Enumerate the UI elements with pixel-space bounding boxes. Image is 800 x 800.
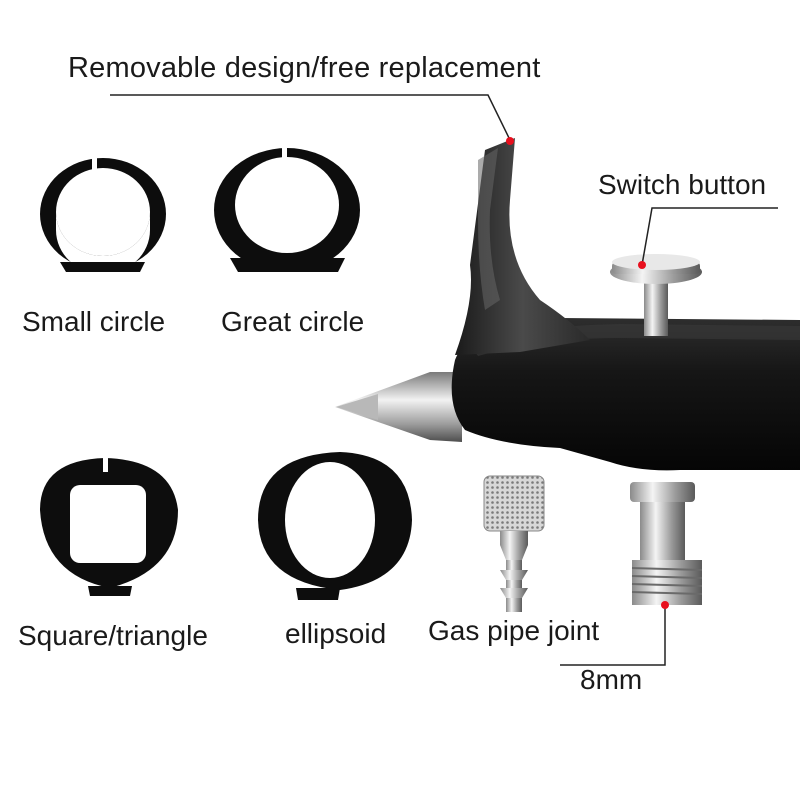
leader-lines	[110, 94, 778, 666]
square-triangle-shield	[40, 458, 178, 596]
callout-removable-design: Removable design/free replacement	[68, 52, 541, 84]
airbrush-body	[335, 138, 800, 605]
marker-dot-8mm	[661, 601, 669, 609]
great-circle-shield	[214, 148, 360, 272]
marker-dot-switch	[638, 261, 646, 269]
callout-gas-pipe-joint: Gas pipe joint	[428, 615, 600, 646]
ellipsoid-shield	[258, 452, 412, 600]
small-circle-shield	[40, 158, 166, 274]
label-small-circle: Small circle	[22, 306, 166, 337]
label-great-circle: Great circle	[221, 306, 365, 337]
label-ellipsoid: ellipsoid	[285, 618, 387, 649]
marker-dot-removable	[506, 137, 514, 145]
callout-8mm: 8mm	[580, 664, 643, 695]
gas-pipe-joint	[483, 475, 545, 612]
callout-switch-button: Switch button	[598, 169, 767, 200]
label-square-triangle: Square/triangle	[18, 620, 208, 651]
